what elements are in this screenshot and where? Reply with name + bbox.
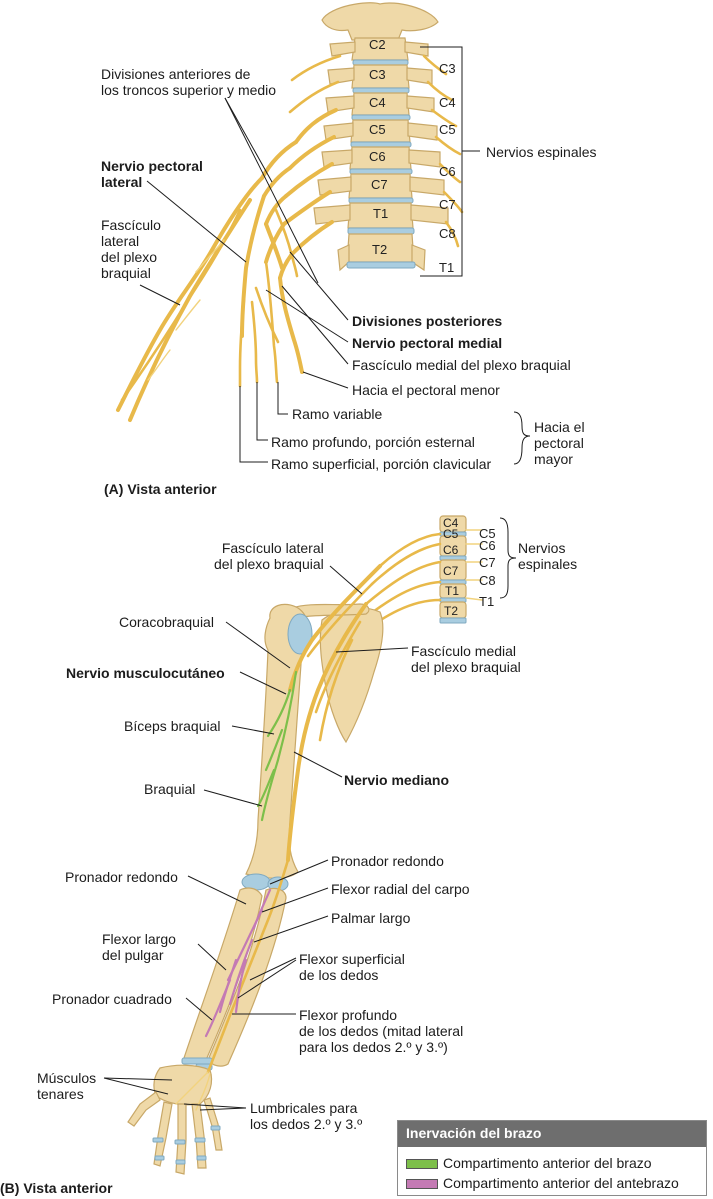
- panel-a-nerve-roots-right: [422, 54, 464, 248]
- panel-a-vertebra-label: C5: [369, 122, 386, 137]
- label-lateral-cord: Fascículo lateral del plexo braquial: [101, 217, 161, 281]
- panel-a-brachial-plexus: [116, 140, 304, 422]
- panel-b-illustration: [103, 515, 517, 1175]
- hand-bones: [127, 1064, 223, 1175]
- label-lateral-pectoral-nerve: Nervio pectoral lateral: [101, 158, 203, 190]
- label-variable-branch: Ramo variable: [292, 406, 383, 422]
- label-pronator-teres-right: Pronador redondo: [331, 853, 444, 869]
- panel-b-leader-lines: [103, 565, 409, 1111]
- panel-b-spinal-nerve-label: C5: [479, 526, 496, 541]
- panel-a-spinal-nerve-label: C3: [439, 61, 456, 76]
- label-coracobrachialis: Coracobraquial: [119, 614, 214, 630]
- panel-b-spinal-nerve-label: T1: [479, 594, 495, 609]
- panel-b-nerve-roots: [350, 529, 483, 642]
- panel-a-spinal-nerve-label: C7: [439, 197, 456, 212]
- label-superficial-branch: Ramo superficial, porción clavicular: [271, 456, 492, 472]
- panel-b-vertebra-label: C7: [443, 564, 459, 578]
- legend-item-forearm: Compartimento anterior del antebrazo: [398, 1173, 706, 1193]
- panel-a-vertebra-label: C7: [371, 177, 388, 192]
- label-posterior-divisions: Divisiones posteriores: [352, 313, 503, 329]
- panel-b-vertebra-label: C5: [443, 527, 459, 541]
- legend-label: Compartimento anterior del brazo: [443, 1155, 652, 1171]
- label-flexor-carpi-radialis: Flexor radial del carpo: [331, 881, 470, 897]
- panel-a-spinal-nerve-label: C8: [439, 226, 456, 241]
- label-flexor-profundus: Flexor profundo de los dedos (mitad late…: [299, 1007, 464, 1055]
- panel-a-vertebra-label: C4: [369, 95, 386, 110]
- legend-swatch-purple: [406, 1179, 438, 1189]
- panel-b-spinal-nerve-label: C8: [479, 573, 496, 588]
- panel-a-vertebra-label: C6: [369, 149, 386, 164]
- label-median-nerve: Nervio mediano: [344, 772, 450, 788]
- panel-a-vertebral-column: [313, 37, 449, 272]
- panel-a-leader-lines: [139, 97, 531, 465]
- panel-a-nerve-roots-left: [282, 54, 342, 256]
- panel-a-illustration: [116, 2, 531, 465]
- label-pronator-quadratus: Pronador cuadrado: [52, 991, 172, 1007]
- label-medial-cord-a: Fascículo medial del plexo braquial: [352, 357, 571, 373]
- panel-b-vertebra-label: T2: [444, 604, 459, 618]
- label-pronator-teres-left: Pronador redondo: [65, 869, 178, 885]
- label-flexor-pollicis-longus: Flexor largo del pulgar: [102, 931, 176, 963]
- label-lateral-cord-b: Fascículo lateral del plexo braquial: [214, 540, 324, 572]
- panel-b-vertebra-label: C6: [443, 543, 459, 557]
- panel-a-spinal-nerve-label: C6: [439, 164, 456, 179]
- legend-item-arm: Compartimento anterior del brazo: [398, 1153, 706, 1173]
- panel-b-caption: (B) Vista anterior: [0, 1180, 113, 1196]
- panel-a-spinal-nerve-label: C4: [439, 95, 456, 110]
- label-medial-cord-b: Fascículo medial del plexo braquial: [411, 643, 521, 675]
- label-anterior-divisions: Divisiones anteriores de los troncos sup…: [101, 66, 277, 98]
- label-brachialis: Braquial: [144, 781, 196, 797]
- panel-a-vertebra-label: C3: [369, 67, 386, 82]
- label-biceps: Bíceps braquial: [124, 718, 221, 734]
- label-deep-branch: Ramo profundo, porción esternal: [271, 434, 475, 450]
- panel-a-vertebra-label: C2: [369, 37, 386, 52]
- panel-b-spinal-nerve-label: C6: [479, 538, 496, 553]
- label-flexor-superficialis: Flexor superficial de los dedos: [299, 951, 405, 983]
- label-thenar-muscles: Músculos tenares: [37, 1070, 97, 1102]
- panel-b-nerves: [175, 564, 382, 1111]
- label-to-pectoralis-minor: Hacia el pectoral menor: [352, 382, 500, 398]
- legend-swatch-green: [406, 1159, 438, 1169]
- panel-a-spinal-nerve-label: T1: [439, 260, 455, 275]
- panel-a-spinal-nerves-bracket: [420, 46, 480, 277]
- panel-a-vertebra-label: T1: [373, 206, 389, 221]
- legend-title: Inervación del brazo: [398, 1121, 706, 1147]
- panel-b-spinal-nerves-bracket: [499, 517, 517, 599]
- label-to-pectoralis-major: Hacia el pectoral mayor: [534, 419, 585, 467]
- panel-a-caption: (A) Vista anterior: [104, 481, 217, 497]
- panel-b-vertebra-label: T1: [445, 584, 460, 598]
- label-spinal-nerves-b: Nervios espinales: [518, 540, 578, 572]
- label-medial-pectoral-nerve: Nervio pectoral medial: [352, 335, 503, 351]
- label-lumbricals: Lumbricales para los dedos 2.º y 3.º: [250, 1100, 363, 1132]
- panel-a-vertebra-label: T2: [372, 242, 388, 257]
- panel-b-spinal-nerve-label: C7: [479, 555, 496, 570]
- label-palmaris-longus: Palmar largo: [331, 910, 411, 926]
- median-nerve-forearm-branches: [204, 888, 272, 1038]
- label-musculocutaneous-nerve: Nervio musculocutáneo: [66, 665, 225, 681]
- panel-b-vertebra-label: C4: [443, 516, 459, 530]
- panel-b-vertebral-column: [439, 515, 467, 624]
- legend-label: Compartimento anterior del antebrazo: [443, 1175, 679, 1191]
- label-spinal-nerves-a: Nervios espinales: [486, 144, 597, 160]
- legend: Inervación del brazo Compartimento anter…: [397, 1120, 707, 1196]
- panel-a-spinal-nerve-label: C5: [439, 122, 456, 137]
